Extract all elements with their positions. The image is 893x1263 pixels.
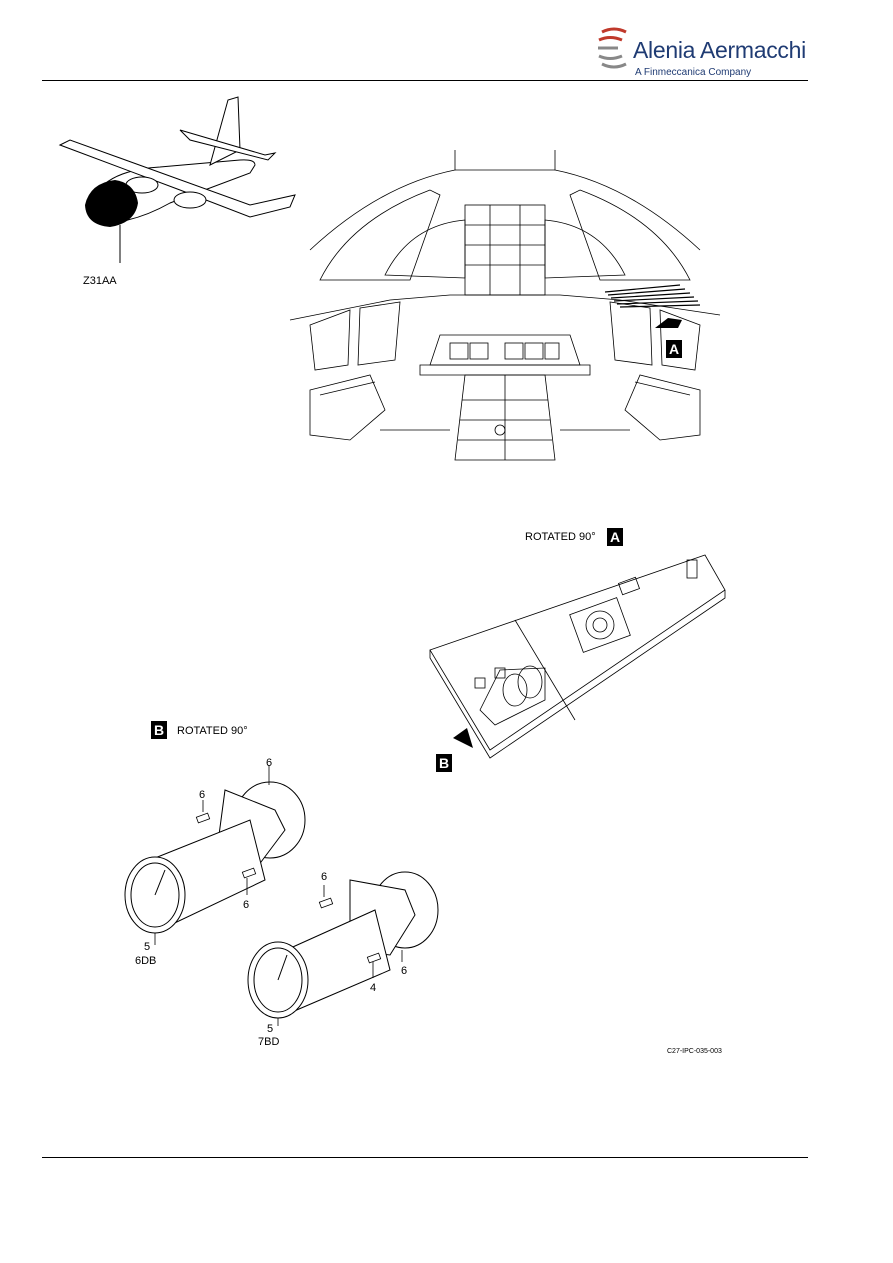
view-b-badge: B: [151, 721, 167, 739]
callout-item-6: 6: [321, 871, 328, 883]
view-a-badge: A: [607, 528, 623, 546]
company-logo-mark: [598, 27, 627, 69]
footer-rule: [42, 1157, 808, 1158]
callout-designator-7bd: 7BD: [258, 1036, 280, 1048]
view-a-label: ROTATED 90°: [525, 531, 596, 543]
view-b-label: ROTATED 90°: [177, 725, 248, 737]
callout-item-5: 5: [267, 1023, 274, 1035]
instrument-panel-illustration: [429, 554, 726, 759]
figure-reference: C27-IPC-035-003: [667, 1048, 722, 1055]
callout-item-6: 6: [401, 965, 408, 977]
aircraft-locator-illustration: [58, 96, 296, 263]
callout-designator-6db: 6DB: [135, 955, 157, 967]
callout-item-6: 6: [199, 789, 206, 801]
callout-item-4: 4: [370, 982, 377, 994]
cockpit-interior-illustration: [289, 150, 721, 461]
callout-item-5: 5: [144, 941, 151, 953]
indicator-assembly-illustration: [124, 765, 439, 1026]
company-logo-name: Alenia Aermacchi: [633, 37, 806, 63]
company-logo-subtitle: A Finmeccanica Company: [635, 67, 752, 78]
header-rule: [42, 80, 808, 81]
cockpit-view-a-badge: A: [666, 340, 682, 358]
callout-item-6: 6: [266, 757, 273, 769]
panel-view-b-badge: B: [436, 754, 452, 772]
zone-callout: Z31AA: [83, 275, 117, 287]
callout-item-6: 6: [243, 899, 250, 911]
